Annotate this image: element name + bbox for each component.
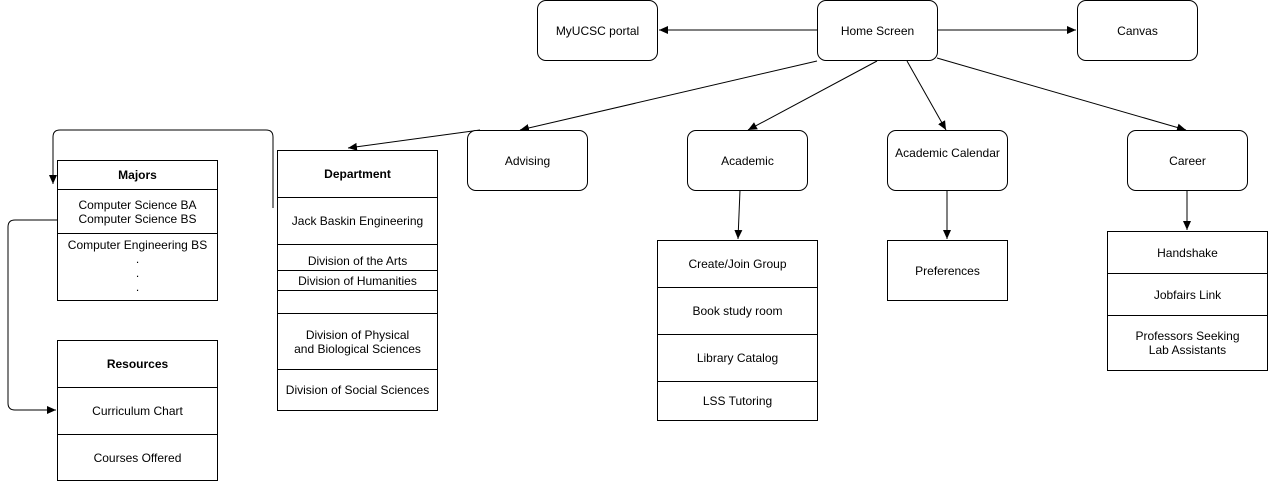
department-item[interactable]: Division of Physical and Biological Scie… bbox=[278, 313, 437, 369]
majors-item[interactable]: Computer Science BA Computer Science BS bbox=[58, 189, 217, 233]
edge-advising-department bbox=[347, 129, 481, 151]
resources-item[interactable]: Courses Offered bbox=[58, 434, 217, 480]
academic-list-item[interactable]: Book study room bbox=[658, 287, 817, 334]
department-item[interactable]: Division of the Arts bbox=[278, 244, 437, 313]
edge-home-career bbox=[936, 57, 1187, 132]
home-screen-node[interactable]: Home Screen bbox=[817, 0, 938, 61]
preferences-node[interactable]: Preferences bbox=[887, 240, 1008, 301]
resources-title: Resources bbox=[106, 357, 169, 371]
career-node[interactable]: Career bbox=[1127, 130, 1248, 191]
majors-item[interactable]: Computer Engineering BS . . . bbox=[58, 233, 217, 300]
edge-majors-resources bbox=[7, 219, 57, 414]
edge-home-calendar bbox=[906, 60, 947, 131]
division-humanities-box[interactable]: Division of Humanities bbox=[277, 270, 438, 291]
resources-item[interactable]: Curriculum Chart bbox=[58, 387, 217, 434]
academic-calendar-node[interactable]: Academic Calendar bbox=[887, 130, 1008, 191]
advising-label: Advising bbox=[504, 153, 551, 168]
home-screen-label: Home Screen bbox=[840, 23, 915, 38]
academic-list-item[interactable]: Library Catalog bbox=[658, 334, 817, 381]
myucsc-portal-node[interactable]: MyUCSC portal bbox=[537, 0, 658, 61]
edge-home-advising bbox=[519, 60, 818, 132]
career-list-item[interactable]: Professors Seeking Lab Assistants bbox=[1108, 315, 1267, 370]
department-title: Department bbox=[324, 167, 391, 181]
department-item[interactable]: Division of Social Sciences bbox=[278, 369, 437, 410]
academic-list-item[interactable]: LSS Tutoring bbox=[658, 381, 817, 420]
career-list-item[interactable]: Jobfairs Link bbox=[1108, 273, 1267, 315]
department-item[interactable]: Jack Baskin Engineering bbox=[278, 197, 437, 244]
academic-calendar-label: Academic Calendar bbox=[895, 146, 1000, 160]
preferences-label: Preferences bbox=[915, 263, 980, 278]
edge-department-majors bbox=[49, 129, 274, 208]
academic-list-item[interactable]: Create/Join Group bbox=[688, 257, 787, 271]
myucsc-portal-label: MyUCSC portal bbox=[555, 23, 640, 38]
division-humanities-label: Division of Humanities bbox=[298, 273, 417, 288]
majors-title: Majors bbox=[118, 168, 157, 182]
academic-label: Academic bbox=[721, 153, 774, 168]
advising-node[interactable]: Advising bbox=[467, 130, 588, 191]
resources-table: Resources Curriculum Chart Courses Offer… bbox=[57, 340, 218, 481]
canvas-node[interactable]: Canvas bbox=[1077, 0, 1198, 61]
academic-list-table: Create/Join Group Book study room Librar… bbox=[657, 240, 818, 421]
edge-academic-list bbox=[734, 189, 743, 240]
edge-home-academic bbox=[747, 60, 878, 131]
academic-node[interactable]: Academic bbox=[687, 130, 808, 191]
career-list-item[interactable]: Handshake bbox=[1157, 245, 1218, 260]
career-list-table: Handshake Jobfairs Link Professors Seeki… bbox=[1107, 231, 1268, 371]
career-label: Career bbox=[1169, 153, 1206, 168]
majors-table: Majors Computer Science BA Computer Scie… bbox=[57, 160, 218, 301]
canvas-label: Canvas bbox=[1117, 23, 1158, 38]
